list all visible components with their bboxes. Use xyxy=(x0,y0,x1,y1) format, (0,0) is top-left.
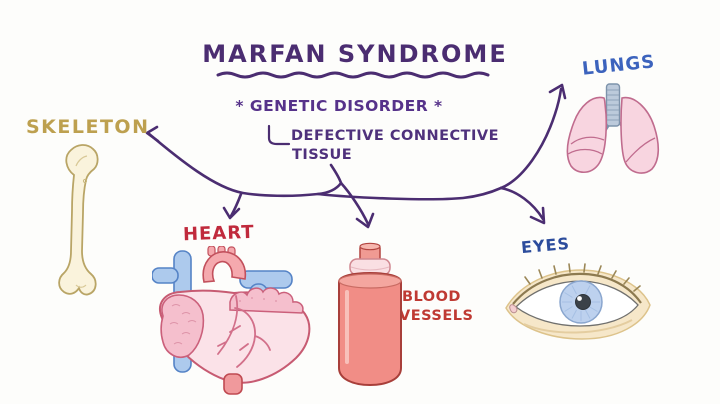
lungs-arrowhead xyxy=(548,83,567,100)
blood-vessels-arrowhead xyxy=(355,212,375,229)
heart-arrowhead xyxy=(222,206,241,220)
subtitle-defective-connective: DEFECTIVE CONNECTIVE xyxy=(291,128,500,144)
arrow-to-blood-vessels xyxy=(339,181,370,226)
lungs-icon xyxy=(566,83,660,174)
label-blood-vessels-line2: VESSELS xyxy=(399,308,474,324)
label-heart: HEART xyxy=(182,221,255,246)
skeleton-arrowhead xyxy=(145,125,160,143)
eyes-arrowhead xyxy=(529,206,546,225)
anatomical-heart-icon xyxy=(152,246,311,395)
label-blood-vessels-line1: BLOOD xyxy=(402,289,461,305)
spine-right xyxy=(316,186,503,201)
label-skeleton: SKELETON xyxy=(26,116,150,138)
eye-icon xyxy=(505,263,651,340)
title-underline xyxy=(216,71,490,79)
blood-vessel-tube-icon xyxy=(338,242,402,387)
bracket-line xyxy=(267,124,291,146)
subtitle-genetic-disorder: * GENETIC DISORDER * xyxy=(235,97,443,115)
stem-line xyxy=(329,163,343,185)
arrow-to-skeleton xyxy=(146,131,343,198)
arrow-to-eyes xyxy=(499,186,545,221)
arrow-to-lungs xyxy=(499,87,563,190)
subtitle-tissue: TISSUE xyxy=(292,147,353,163)
femur-bone-icon xyxy=(58,144,99,296)
page-title: MARFAN SYNDROME xyxy=(202,40,508,68)
